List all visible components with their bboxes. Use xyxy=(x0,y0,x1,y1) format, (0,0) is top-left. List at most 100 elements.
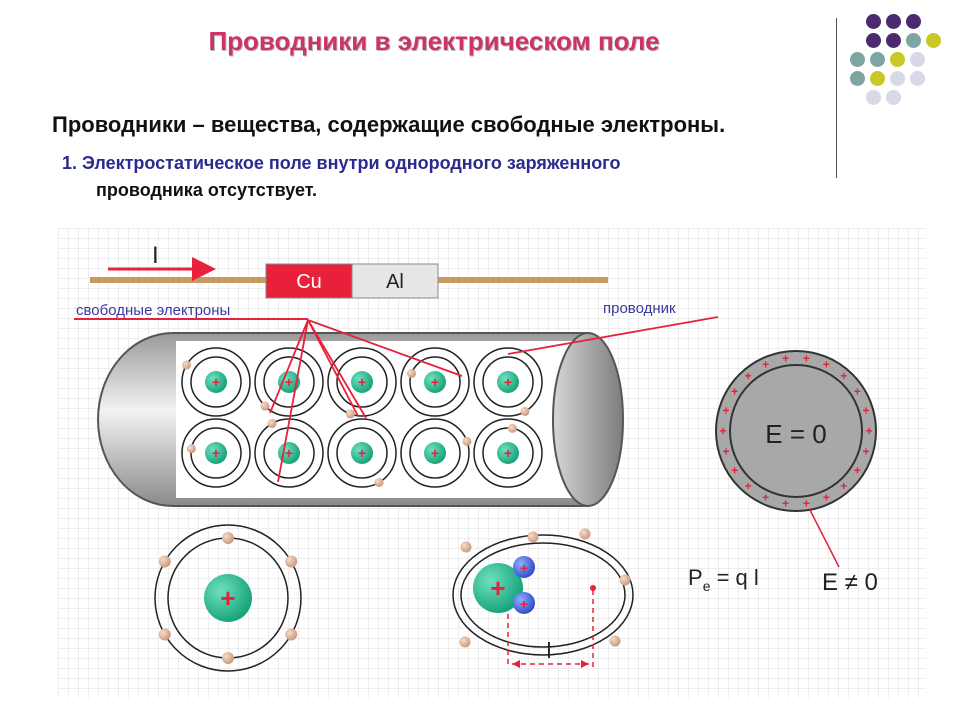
surface-charge: + xyxy=(863,403,870,417)
aluminium-segment xyxy=(351,263,439,299)
definition-text: Проводники – вещества, содержащие свобод… xyxy=(52,112,726,137)
electron xyxy=(222,652,234,664)
nucleus xyxy=(497,371,519,393)
surface-charge: + xyxy=(803,352,810,366)
decor-dot xyxy=(866,14,881,29)
conductor-label: проводник xyxy=(603,300,676,317)
pointer-line xyxy=(269,319,309,414)
surface-charge: + xyxy=(722,403,729,417)
free-electron xyxy=(520,406,530,416)
nucleus-charge: + xyxy=(431,374,439,390)
electron xyxy=(285,628,298,641)
free-electrons-label: свободные электроны xyxy=(76,302,230,319)
statement-number: 1. xyxy=(62,153,78,173)
electron xyxy=(459,636,471,648)
electron-pointer-lines xyxy=(269,316,719,483)
decor-dot xyxy=(910,52,925,67)
free-electron xyxy=(462,436,472,446)
surface-charge: + xyxy=(823,490,830,504)
field-outside-pointer xyxy=(809,509,840,568)
surface-charge: + xyxy=(719,424,726,438)
al-label: Al xyxy=(386,271,404,293)
conductor-pointer-line xyxy=(507,316,719,355)
atom: + xyxy=(473,347,543,417)
conductor-diagram: Cu Al I свободные электроны проводник ++… xyxy=(58,228,926,698)
nucleus xyxy=(351,371,373,393)
current-label: I xyxy=(152,242,159,269)
surface-charge: + xyxy=(803,496,810,510)
nucleus xyxy=(424,442,446,464)
decor-dot xyxy=(906,14,921,29)
nucleus-charge: + xyxy=(285,445,293,461)
free-electron xyxy=(260,401,270,411)
statement-1: 1. Электростатическое поле внутри одноро… xyxy=(62,150,620,204)
single-atom: + xyxy=(154,524,302,672)
atom: + xyxy=(254,418,324,488)
sphere-interior xyxy=(729,364,863,498)
surface-charge: + xyxy=(865,424,872,438)
nucleus-charge: + xyxy=(504,374,512,390)
pointer-line xyxy=(307,319,359,417)
cu-label: Cu xyxy=(296,271,322,293)
decor-dot xyxy=(866,33,881,48)
proton-charge: + xyxy=(520,596,528,612)
pointer-line xyxy=(307,319,463,377)
decor-dot xyxy=(850,52,865,67)
statement-line-2: проводника отсутствует. xyxy=(96,180,318,200)
nucleus xyxy=(351,442,373,464)
statement-line-1: Электростатическое поле внутри однородно… xyxy=(82,153,621,173)
surface-charge: + xyxy=(745,479,752,493)
atom-lattice: ++++++++++ xyxy=(181,347,543,488)
decor-dot xyxy=(870,71,885,86)
electron xyxy=(460,541,472,553)
free-electron xyxy=(407,368,417,378)
decor-dot xyxy=(910,71,925,86)
decor-divider xyxy=(836,18,837,178)
decor-dot xyxy=(886,90,901,105)
nucleus xyxy=(205,371,227,393)
proton xyxy=(513,592,535,614)
free-electron xyxy=(345,409,355,419)
nucleus-charge: + xyxy=(212,374,220,390)
shifted-nucleus xyxy=(473,563,523,613)
decor-dot xyxy=(926,33,941,48)
nucleus-charge: + xyxy=(358,374,366,390)
decor-dot xyxy=(906,33,921,48)
surface-charge: + xyxy=(823,358,830,372)
free-electron xyxy=(267,419,277,429)
nucleus xyxy=(424,371,446,393)
copper-segment xyxy=(265,263,353,299)
surface-charge: + xyxy=(854,463,861,477)
electron xyxy=(609,635,621,647)
proton xyxy=(513,556,535,578)
decor-dot xyxy=(890,71,905,86)
surface-charge: + xyxy=(840,479,847,493)
nucleus xyxy=(204,574,252,622)
atom: + xyxy=(400,418,472,488)
free-electron xyxy=(507,423,517,433)
atom: + xyxy=(327,418,397,488)
electron xyxy=(619,574,631,586)
electron xyxy=(158,555,171,568)
decor-dot xyxy=(886,33,901,48)
field-inside-label: E = 0 xyxy=(765,419,826,449)
free-electron xyxy=(186,444,196,454)
free-electron xyxy=(182,360,192,370)
nucleus xyxy=(278,371,300,393)
nucleus-charge: + xyxy=(285,374,293,390)
atom: + xyxy=(254,347,324,417)
atom: + xyxy=(181,418,251,488)
surface-charge: + xyxy=(782,496,789,510)
electron xyxy=(222,532,234,544)
surface-charge: + xyxy=(854,385,861,399)
negative-charge-center xyxy=(590,585,596,591)
nucleus xyxy=(497,442,519,464)
free-electron xyxy=(374,477,384,487)
surface-charge: + xyxy=(745,369,752,383)
length-label: l xyxy=(547,638,552,663)
field-outside-label: E ≠ 0 xyxy=(822,569,878,596)
nucleus-charge: + xyxy=(358,445,366,461)
electron xyxy=(579,528,591,540)
atom: + xyxy=(473,418,543,488)
decor-dot xyxy=(866,90,881,105)
